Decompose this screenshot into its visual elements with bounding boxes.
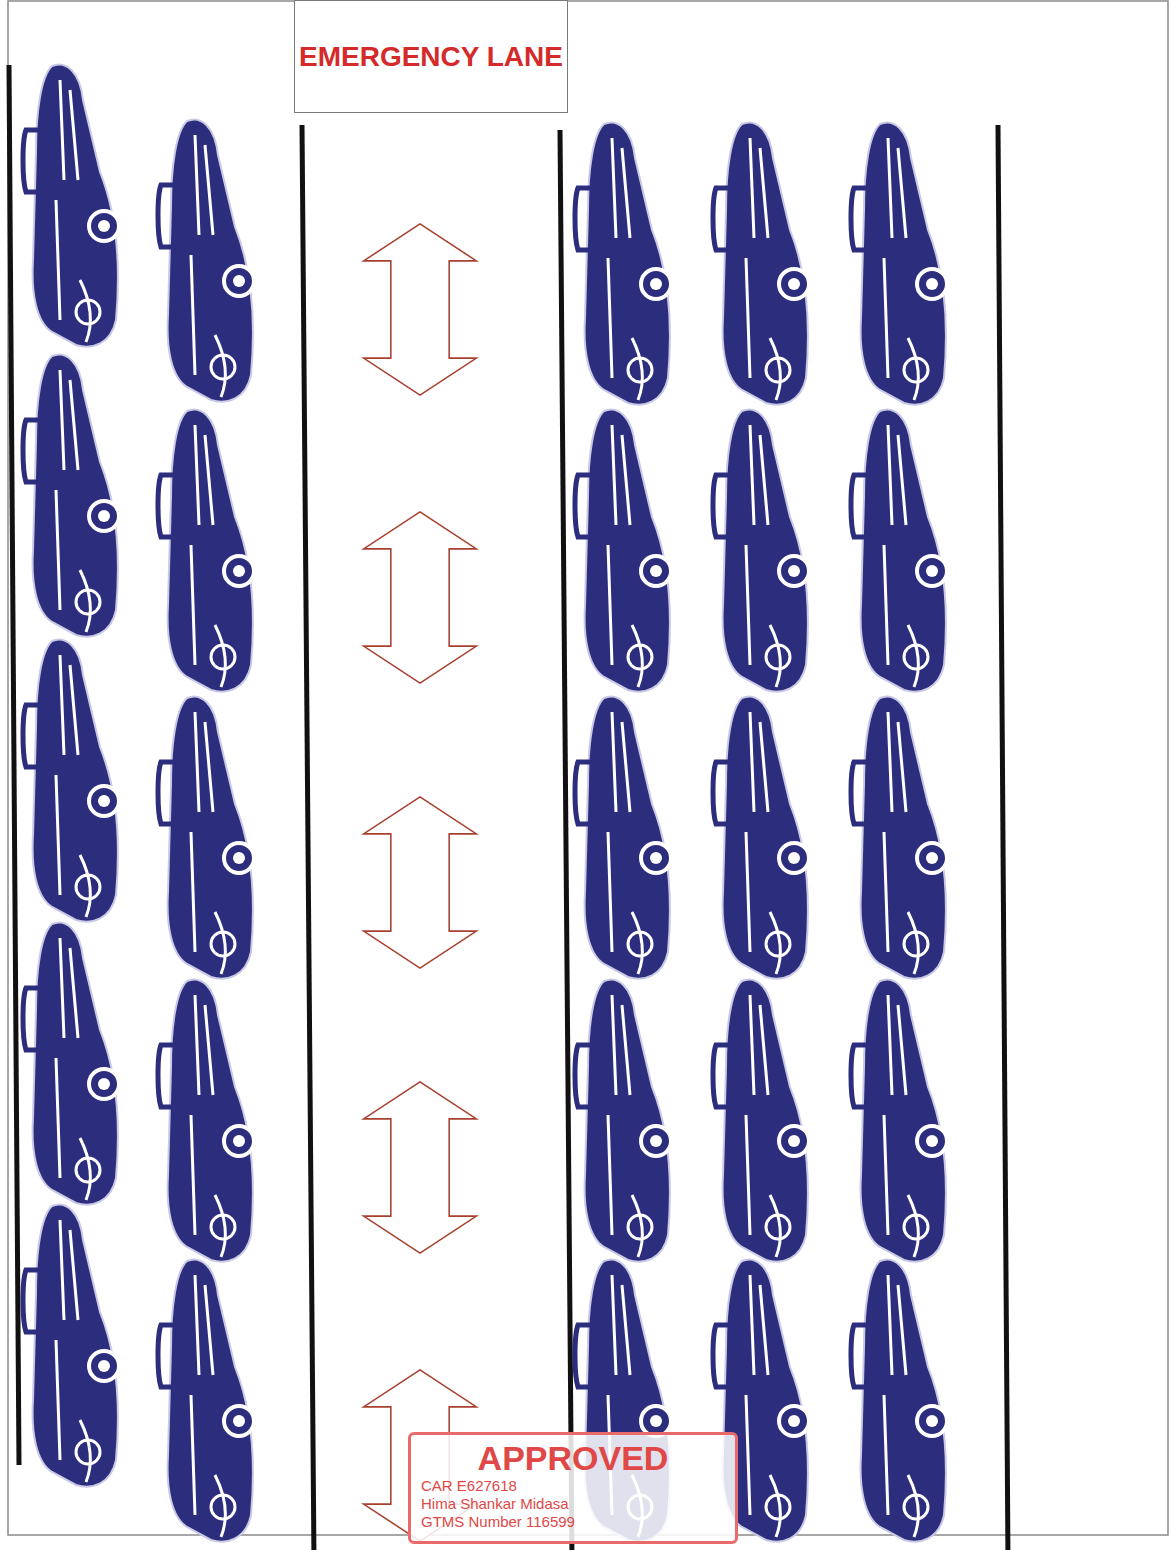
box-line: Hima Shankar Midasa [421,1495,569,1513]
arrows [364,224,477,1541]
box-line: CAR E627618 [421,1477,517,1495]
box-line: GTMS Number 116599 [421,1513,575,1531]
cars [23,64,947,1541]
box-heading: APPROVED [478,1439,669,1477]
box-heading: EMERGENCY LANE [299,39,563,75]
lane-sign-box: EMERGENCY LANE [294,0,568,113]
approval-stamp: APPROVEDCAR E627618Hima Shankar MidasaGT… [408,1432,738,1544]
